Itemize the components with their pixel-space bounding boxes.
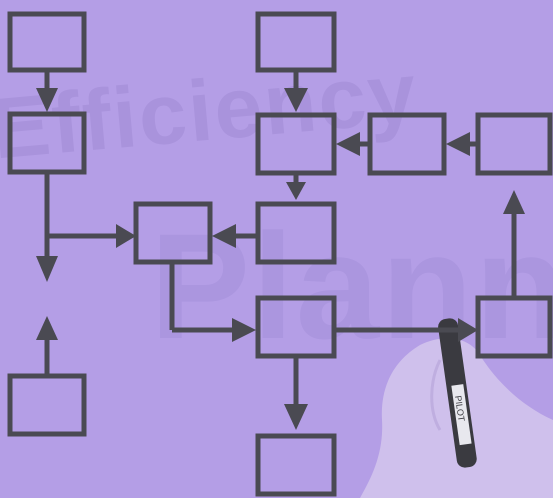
arrow-left-2 (336, 132, 360, 156)
center-left-box (136, 204, 210, 262)
arrow-right-1 (116, 224, 136, 248)
top-left-box (10, 14, 84, 70)
right-mid-box (370, 115, 444, 173)
center-mid-box (258, 204, 334, 262)
right-upper-box (478, 115, 550, 173)
arrow-down-3 (284, 88, 308, 112)
top-center-box (258, 14, 334, 70)
arrow-left-3 (446, 132, 470, 156)
arrow-right-2 (232, 318, 256, 342)
bottom-center-box (258, 436, 334, 494)
arrow-left-1 (212, 224, 236, 248)
arrow-down-4 (286, 182, 306, 200)
right-lower-box (478, 298, 550, 356)
arrow-up-2 (503, 190, 525, 214)
arrow-down-1 (36, 88, 58, 112)
center-upper-box (258, 115, 334, 173)
center-lower-box (258, 298, 334, 356)
arrow-down-5 (284, 404, 308, 430)
arrow-up-1 (36, 316, 58, 340)
bottom-left-box (10, 376, 84, 434)
arrow-right-3 (458, 318, 478, 342)
arrow-down-2 (36, 256, 58, 282)
left-second-box (10, 114, 84, 172)
hand-with-marker: PILOT (360, 317, 553, 498)
